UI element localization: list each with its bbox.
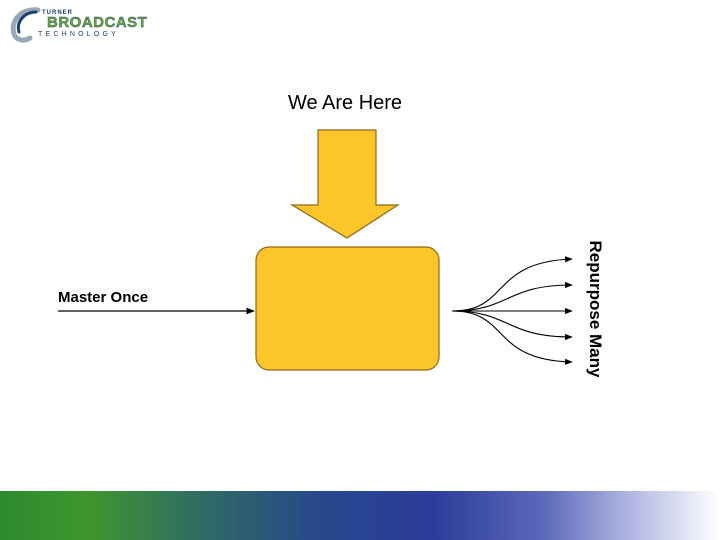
output-arrow: [451, 281, 573, 312]
logo-bottom-text: TECHNOLOGY: [38, 31, 120, 38]
output-label: Repurpose Many: [586, 240, 605, 378]
diagram-title: We Are Here: [287, 92, 403, 114]
output-arrow: [451, 310, 573, 365]
central-process-box: [255, 246, 440, 371]
input-label: Master Once: [58, 289, 149, 306]
logo-top-text: TURNER: [42, 10, 73, 16]
we-are-here-arrow-icon: [289, 129, 401, 239]
company-logo: TURNER BROADCAST TECHNOLOGY: [4, 4, 148, 44]
logo-main-text: BROADCAST: [47, 14, 148, 31]
logo-swoosh-icon: [10, 7, 41, 43]
output-arrow: [451, 310, 573, 341]
output-arrow: [451, 256, 573, 312]
output-arrows: [451, 256, 573, 365]
footer-gradient-bar: [0, 491, 720, 540]
